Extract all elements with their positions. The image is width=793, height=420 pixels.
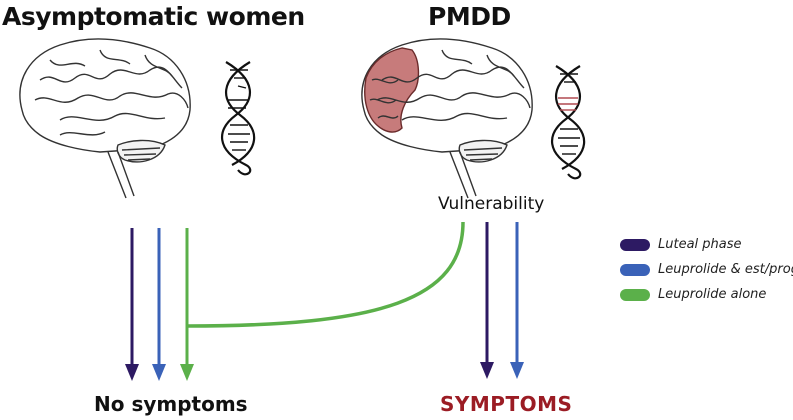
legend-item-luteal: Luteal phase — [620, 237, 742, 252]
dna-highlight-segment — [558, 97, 578, 111]
brain-icon-left — [19, 38, 191, 199]
arrow-leuprolide-estprog-right — [510, 222, 524, 379]
brain-icon-right — [361, 38, 533, 199]
vulnerability-label: Vulnerability — [438, 194, 545, 214]
legend-swatch — [620, 238, 650, 251]
legend-item-leuprolide-estprog: Leuprolide & est/prog — [620, 262, 793, 277]
no-symptoms-label: No symptoms — [94, 392, 248, 416]
arrow-luteal-right — [480, 222, 494, 379]
dna-icon-left — [220, 61, 256, 176]
pmdd-prefrontal-region — [364, 47, 420, 133]
arrow-leuprolide-estprog-left — [152, 228, 166, 381]
title-asymptomatic-women: Asymptomatic women — [2, 2, 305, 31]
symptoms-label: SYMPTOMS — [440, 392, 573, 416]
legend-label: Leuprolide & est/prog — [658, 262, 793, 277]
legend-label: Leuprolide alone — [658, 287, 767, 302]
title-pmdd: PMDD — [428, 2, 511, 31]
legend-label: Luteal phase — [658, 237, 742, 252]
arrow-luteal-left — [125, 228, 139, 381]
legend-item-leuprolide-alone: Leuprolide alone — [620, 287, 766, 302]
legend-swatch — [620, 288, 650, 301]
dna-icon-right — [550, 65, 586, 180]
arrow-leuprolide-alone-left — [180, 228, 194, 381]
legend-swatch — [620, 263, 650, 276]
connector-vulnerability-to-leuprolide — [186, 221, 465, 328]
